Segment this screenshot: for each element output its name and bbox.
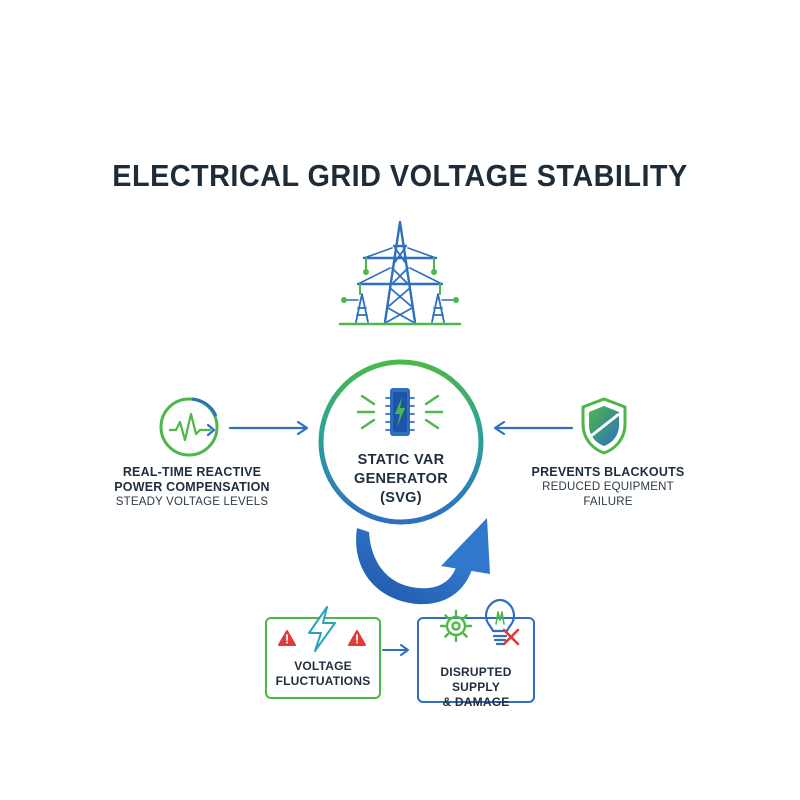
left-label: REAL-TIME REACTIVE POWER COMPENSATION ST… <box>108 465 276 510</box>
voltage-fluctuations-line1: VOLTAGE <box>294 659 352 673</box>
transmission-tower-icon <box>338 220 462 326</box>
warning-icon <box>278 630 296 646</box>
center-label-line2: GENERATOR <box>353 471 448 487</box>
waveform-icon <box>159 397 219 457</box>
disrupted-supply-label: DISRUPTED SUPPLY & DAMAGE <box>417 665 535 710</box>
voltage-fluctuations-label: VOLTAGE FLUCTUATIONS <box>265 659 381 689</box>
voltage-fluctuations-icons <box>278 606 366 652</box>
left-subtitle: STEADY VOLTAGE LEVELS <box>115 496 269 508</box>
right-subtitle: REDUCED EQUIPMENT FAILURE <box>542 481 674 508</box>
shield-icon <box>581 397 627 455</box>
page-title: ELECTRICAL GRID VOLTAGE STABILITY <box>112 158 688 193</box>
lightning-icon <box>308 606 336 652</box>
cross-icon <box>502 628 520 646</box>
voltage-fluctuations-line2: FLUCTUATIONS <box>275 674 371 688</box>
disrupted-supply-icons <box>439 598 520 646</box>
center-label-line3: (SVG) <box>380 490 422 506</box>
right-label: PREVENTS BLACKOUTS REDUCED EQUIPMENT FAI… <box>518 465 698 510</box>
feedback-curved-arrow <box>356 518 490 605</box>
center-label-line1: STATIC VAR <box>357 452 445 468</box>
disrupted-supply-line2: & DAMAGE <box>442 695 510 709</box>
warning-icon <box>348 630 366 646</box>
right-title: PREVENTS BLACKOUTS <box>531 465 685 479</box>
left-title-line1: REAL-TIME REACTIVE <box>122 465 262 479</box>
center-label: STATIC VAR GENERATOR (SVG) <box>317 451 485 508</box>
fluctuation-to-damage-arrow <box>382 644 409 656</box>
chip-icon <box>356 388 444 436</box>
right-to-center-arrow <box>493 420 574 436</box>
left-title-line2: POWER COMPENSATION <box>114 480 270 494</box>
lightbulb-icon <box>484 598 516 646</box>
svg-generator-ring <box>318 359 484 525</box>
disrupted-supply-line1: DISRUPTED SUPPLY <box>440 665 512 694</box>
left-to-center-arrow <box>228 420 309 436</box>
gear-icon <box>439 609 473 643</box>
